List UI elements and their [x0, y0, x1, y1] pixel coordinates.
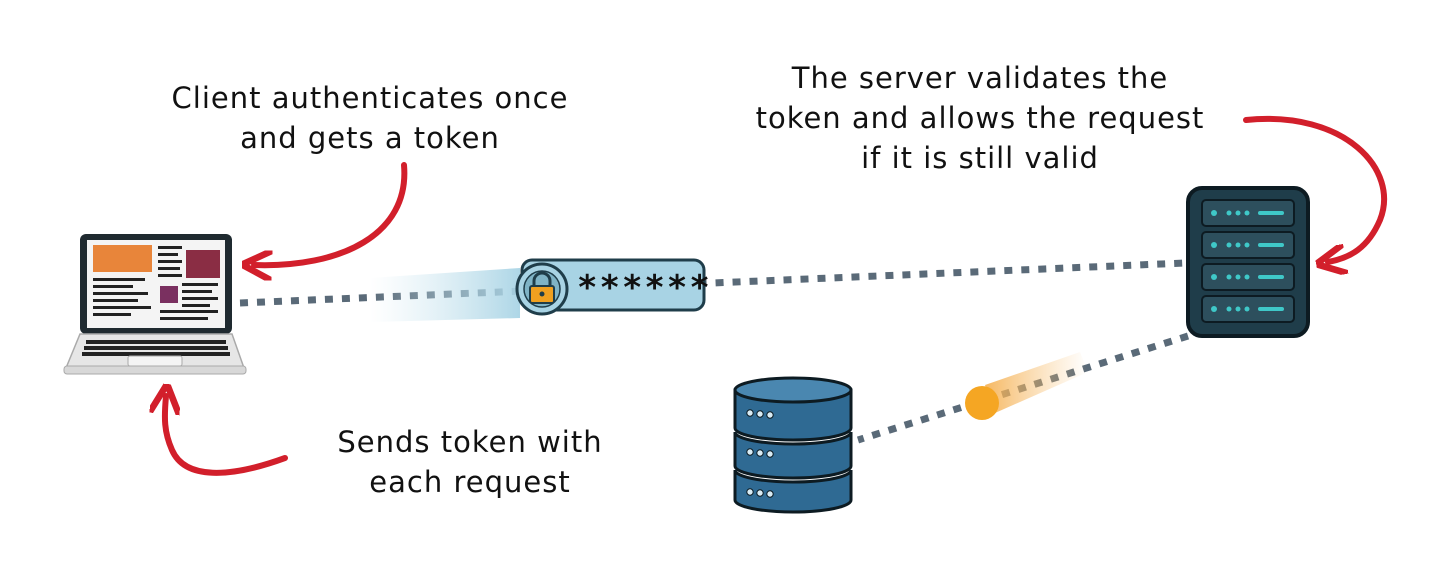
server-rack-2	[1201, 231, 1295, 259]
label-line: Client authenticates once	[171, 81, 569, 115]
label-line: and gets a token	[240, 121, 500, 155]
label-sends-token: Sends token with each request	[300, 422, 640, 502]
arrow-to-laptop	[254, 162, 408, 265]
label-server-validates: The server validates the token and allow…	[720, 58, 1240, 178]
arrow-to-laptop-bottom	[165, 396, 288, 476]
arrow-to-server	[1243, 115, 1388, 262]
token-value: ******	[577, 268, 712, 308]
label-line: each request	[369, 465, 571, 499]
token-motion-trail	[370, 268, 520, 322]
label-line: Sends token with	[337, 425, 603, 459]
server-icon	[1186, 186, 1310, 338]
packet-icon	[965, 386, 999, 420]
lock-icon	[515, 262, 569, 316]
token-badge: ******	[515, 258, 712, 316]
label-line: if it is still valid	[861, 141, 1099, 175]
server-rack-4	[1201, 295, 1295, 323]
server-rack-3	[1201, 263, 1295, 291]
label-line: token and allows the request	[755, 101, 1205, 135]
label-line: The server validates the	[791, 61, 1169, 95]
laptop-icon	[63, 234, 247, 375]
label-client-authenticates: Client authenticates once and gets a tok…	[130, 78, 610, 158]
database-icon	[733, 376, 853, 514]
packet-motion-trail	[985, 352, 1088, 413]
server-rack-1	[1201, 199, 1295, 227]
